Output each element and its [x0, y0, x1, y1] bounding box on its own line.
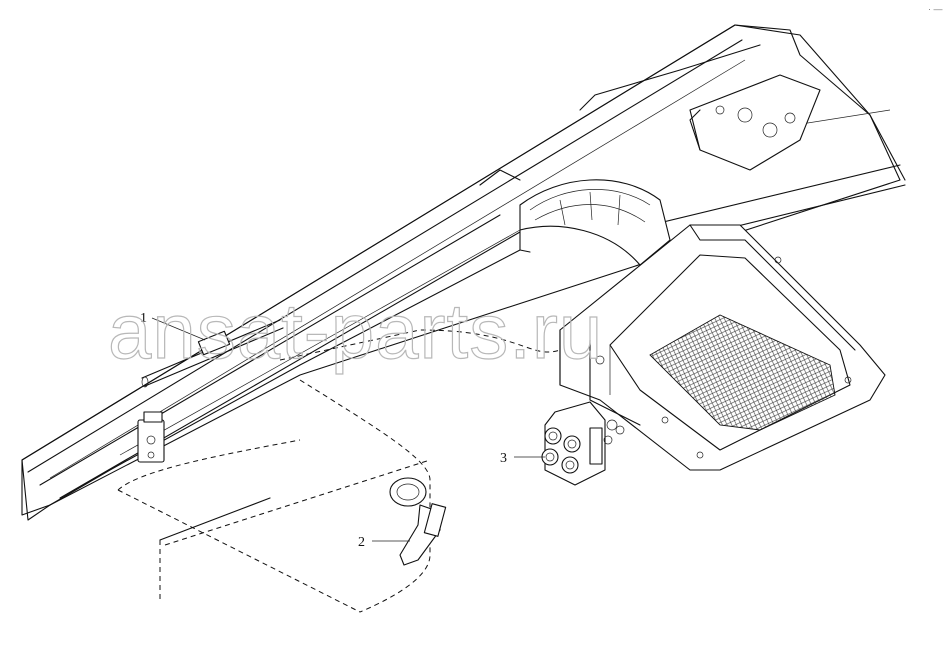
battery-tray: [559, 224, 886, 471]
callout-1-label: 1: [140, 311, 147, 326]
callout-2: 2: [358, 535, 410, 550]
part-2-filler-bracket: [389, 477, 447, 566]
tunnel-shroud: [519, 179, 671, 266]
mesh-floor: [649, 314, 836, 431]
callout-1: 1: [140, 311, 206, 341]
cross-member: [689, 74, 821, 171]
corner-tag: · —: [928, 4, 943, 14]
part-3-valve-block: [541, 401, 618, 486]
tank-outline: [117, 329, 561, 613]
callout-3: 3: [500, 451, 545, 466]
chassis-rail: [21, 24, 906, 521]
watermark-text: ansat-parts.ru: [108, 287, 603, 375]
part-1-rod: [141, 319, 284, 388]
callout-2-label: 2: [358, 535, 365, 550]
rail-valve: [137, 411, 165, 463]
callout-3-label: 3: [500, 451, 507, 466]
